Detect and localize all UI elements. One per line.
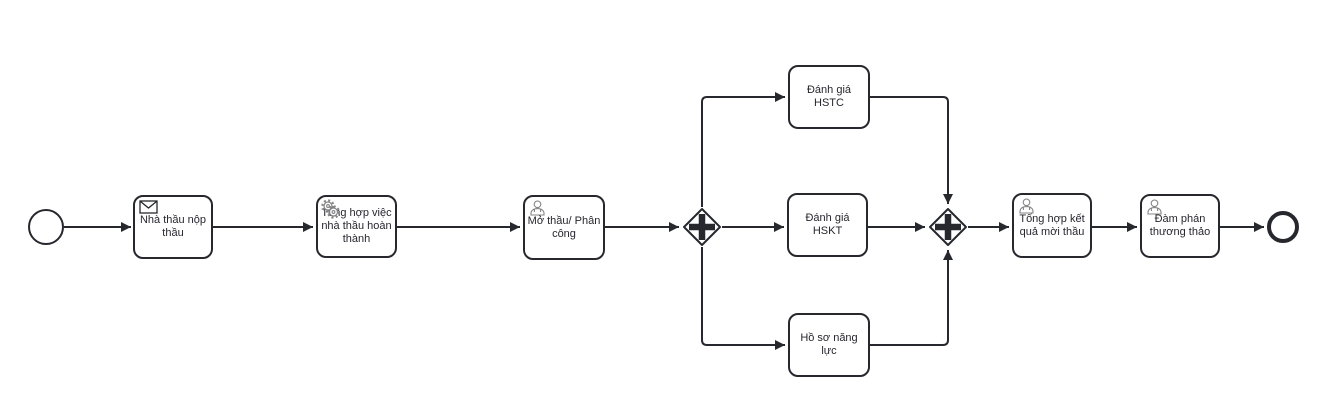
parallel-gateway-split[interactable] bbox=[682, 207, 722, 247]
parallel-gateway-join[interactable] bbox=[928, 207, 968, 247]
user-icon bbox=[1146, 199, 1163, 215]
task-ho-so-nang-luc[interactable]: Hồ sơ năng lực bbox=[788, 313, 870, 377]
end-event[interactable] bbox=[1267, 211, 1299, 243]
plus-icon bbox=[935, 214, 961, 240]
task-label: Hồ sơ năng lực bbox=[800, 332, 858, 357]
task-danh-gia-hskt[interactable]: Đánh giá HSKT bbox=[787, 193, 868, 257]
task-danh-gia-hstc[interactable]: Đánh giá HSTC bbox=[788, 65, 870, 129]
task-tong-hop-ket-qua[interactable]: Tổng hợp kết quả mời thầu bbox=[1012, 193, 1092, 258]
flow-split-to-hstc[interactable] bbox=[701, 92, 785, 207]
task-label: Đánh giá HSKT bbox=[805, 212, 850, 237]
task-tong-hop-viec[interactable]: Tổng hợp việc nhà thầu hoàn thành bbox=[316, 195, 397, 258]
plus-icon bbox=[689, 214, 715, 240]
gears-icon bbox=[320, 199, 342, 220]
task-dam-phan[interactable]: Đàm phán thương thảo bbox=[1140, 194, 1220, 258]
task-mo-thau-phan-cong[interactable]: Mở thầu/ Phân công bbox=[523, 195, 605, 260]
task-nha-thau-nop-thau[interactable]: Nhà thầu nộp thầu bbox=[133, 195, 213, 259]
task-label: Đánh giá HSTC bbox=[806, 84, 852, 109]
task-label: Tổng hợp kết quả mời thầu bbox=[1019, 212, 1085, 238]
task-label: Mở thầu/ Phân công bbox=[527, 214, 601, 240]
user-icon bbox=[529, 200, 546, 216]
envelope-icon bbox=[139, 200, 158, 214]
task-label: Đàm phán thương thảo bbox=[1149, 213, 1211, 238]
flow-hstc-to-join[interactable] bbox=[870, 96, 953, 204]
flow-hoso-to-join[interactable] bbox=[870, 250, 953, 346]
start-event[interactable] bbox=[28, 209, 64, 245]
task-label: Nhà thầu nộp thầu bbox=[139, 214, 207, 239]
flow-split-to-hoso[interactable] bbox=[701, 247, 785, 350]
user-icon bbox=[1018, 198, 1035, 214]
